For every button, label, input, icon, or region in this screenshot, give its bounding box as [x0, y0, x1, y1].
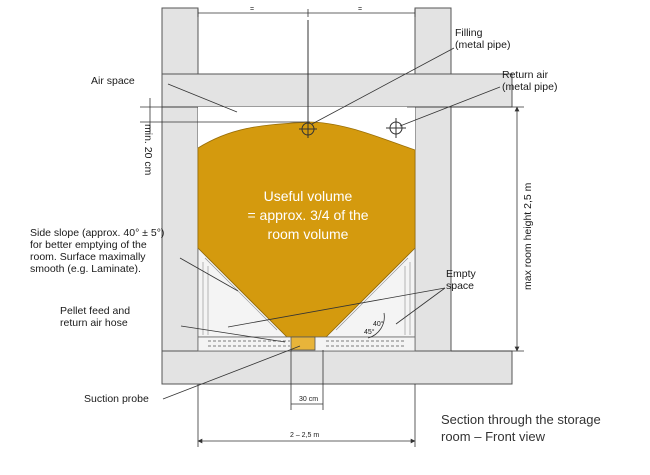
- left-upper-wall: [161, 7, 199, 75]
- dim-30cm: [290, 350, 324, 410]
- caption-line-2: room – Front view: [441, 429, 546, 444]
- filling-label-2: (metal pipe): [455, 39, 510, 51]
- floor-slab: [161, 350, 513, 385]
- pellet-volume: [197, 121, 416, 338]
- equal-right-label: =: [358, 6, 362, 13]
- angle-label-1: 40°: [373, 320, 384, 328]
- ceiling-slab: [161, 73, 513, 108]
- return-air-label-1: Return air: [502, 69, 549, 81]
- return-air-pipe-symbol: [386, 118, 406, 138]
- return-air-label-2: (metal pipe): [502, 81, 557, 93]
- pellet-feed-label-2: return air hose: [60, 317, 128, 329]
- top-dimension: [197, 9, 416, 17]
- useful-volume-line-3: room volume: [268, 226, 349, 242]
- slope-support-strokes: [202, 257, 411, 335]
- useful-volume-line-1: Useful volume: [264, 188, 353, 204]
- useful-volume-line-2: = approx. 3/4 of the: [247, 207, 368, 223]
- room-width-dimension: [197, 384, 416, 447]
- side-slope-line-4: smooth (e.g. Laminate).: [30, 263, 141, 275]
- filling-pipe-symbol: [299, 20, 317, 138]
- max-height-dimension: [407, 106, 524, 352]
- left-wall: [161, 106, 199, 352]
- min-height-label: min. 20 cm: [142, 124, 154, 176]
- side-slope-line-1: Side slope (approx. 40° ± 5°): [30, 227, 164, 239]
- caption-line-1: Section through the storage: [441, 412, 601, 427]
- filling-label-1: Filling: [455, 27, 483, 39]
- dim-30cm-label: 30 cm: [299, 396, 318, 403]
- pellet-feed-hose: [208, 340, 405, 347]
- right-wall: [414, 106, 452, 352]
- angle-arc: [367, 312, 385, 339]
- side-slope-line-3: room. Surface maximally: [30, 251, 146, 263]
- max-height-label: max room height 2,5 m: [522, 182, 534, 290]
- side-slope-line-2: for better emptying of the: [30, 239, 147, 251]
- empty-space-label-1: Empty: [446, 268, 477, 280]
- min-height-dimension: [140, 98, 310, 134]
- equal-left-label: =: [250, 6, 254, 13]
- room-width-label: 2 – 2,5 m: [290, 432, 319, 439]
- walls: [161, 7, 513, 385]
- air-space-label: Air space: [91, 75, 135, 87]
- angle-label-2: 45°: [364, 328, 375, 336]
- leader-lines: [162, 47, 501, 400]
- right-upper-wall: [414, 7, 452, 75]
- suction-probe-label: Suction probe: [84, 393, 149, 405]
- empty-space-label-2: space: [446, 280, 474, 292]
- pellet-feed-label-1: Pellet feed and: [60, 305, 130, 317]
